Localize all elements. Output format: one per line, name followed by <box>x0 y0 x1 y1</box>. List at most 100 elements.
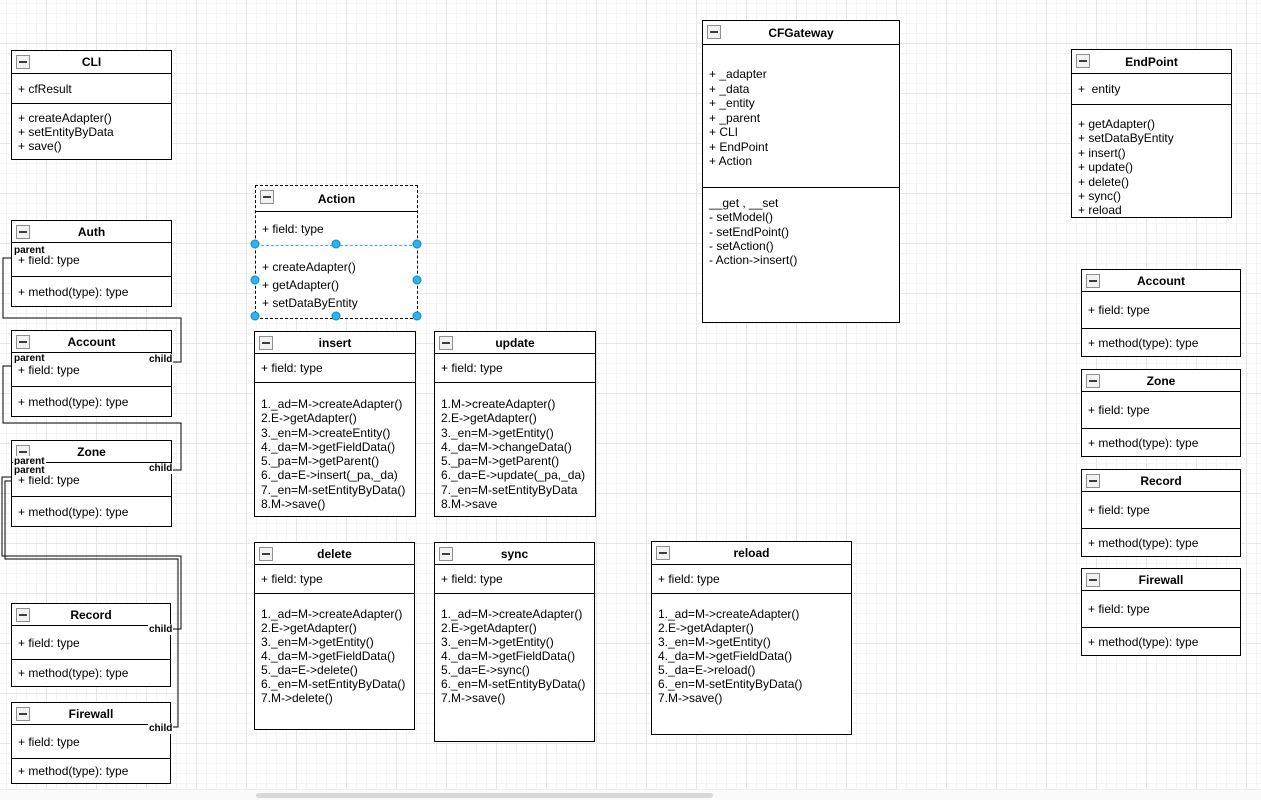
methods-section[interactable]: + createAdapter()+ setEntityByData+ save… <box>12 103 171 159</box>
methods-section[interactable]: + method(type): type <box>12 496 171 526</box>
class-box-cli[interactable]: CLI+ cfResult+ createAdapter()+ setEntit… <box>11 50 172 160</box>
fields-section[interactable]: + field: type <box>255 565 414 593</box>
fields-section[interactable]: + field: type <box>12 353 171 386</box>
class-box-record-left[interactable]: Record+ field: type+ method(type): type <box>11 603 171 687</box>
methods-section[interactable]: 1._ad=M->createAdapter()2.E->getAdapter(… <box>435 593 594 741</box>
class-box-firewall-left[interactable]: Firewall+ field: type+ method(type): typ… <box>11 702 171 784</box>
collapse-icon[interactable] <box>16 445 30 459</box>
methods-section[interactable]: + method(type): type <box>1082 328 1240 356</box>
methods-section[interactable]: + method(type): type <box>12 386 171 416</box>
methods-section[interactable]: + method(type): type <box>12 276 171 306</box>
collapse-icon[interactable] <box>16 608 30 622</box>
class-title-bar[interactable]: update <box>435 332 595 354</box>
fields-section[interactable]: + field: type <box>256 212 417 245</box>
collapse-icon[interactable] <box>439 547 453 561</box>
class-title-bar[interactable]: sync <box>435 543 594 565</box>
fields-section[interactable]: + _adapter+ _data+ _entity+ _parent+ CLI… <box>703 45 899 187</box>
class-title-bar[interactable]: insert <box>255 332 415 354</box>
class-title-bar[interactable]: Zone <box>12 441 171 463</box>
class-box-cfgateway[interactable]: CFGateway+ _adapter+ _data+ _entity+ _pa… <box>702 20 900 323</box>
edge-label-child[interactable]: child <box>148 354 174 365</box>
collapse-icon[interactable] <box>1076 54 1090 68</box>
collapse-icon[interactable] <box>16 55 30 69</box>
collapse-icon[interactable] <box>259 336 273 350</box>
selection-handle[interactable] <box>412 239 422 249</box>
methods-section[interactable]: __get , __set- setModel()- setEndPoint()… <box>703 187 899 322</box>
edge-label-child[interactable]: child <box>148 723 174 734</box>
class-box-zone-left[interactable]: Zone+ field: type+ method(type): type <box>11 440 172 527</box>
collapse-icon[interactable] <box>1086 474 1100 488</box>
methods-section[interactable]: 1.M->createAdapter()2.E->getAdapter()3._… <box>435 382 595 516</box>
collapse-icon[interactable] <box>707 25 721 39</box>
fields-section[interactable]: + field: type <box>12 626 170 659</box>
relationship-edge[interactable] <box>2 257 182 363</box>
horizontal-scrollbar-thumb[interactable] <box>256 793 713 798</box>
edge-label-child[interactable]: child <box>148 624 174 635</box>
collapse-icon[interactable] <box>1086 573 1100 587</box>
class-title-bar[interactable]: delete <box>255 543 414 565</box>
fields-section[interactable]: + field: type <box>255 354 415 382</box>
selection-handle[interactable] <box>412 311 422 321</box>
class-title-bar[interactable]: Account <box>1082 270 1240 292</box>
fields-section[interactable]: + field: type <box>12 463 171 496</box>
class-title-bar[interactable]: Firewall <box>12 703 170 725</box>
class-title-bar[interactable]: Record <box>12 604 170 626</box>
collapse-icon[interactable] <box>439 336 453 350</box>
fields-section[interactable]: + field: type <box>1082 392 1240 428</box>
methods-section[interactable]: + getAdapter()+ setDataByEntity+ insert(… <box>1072 104 1231 217</box>
collapse-icon[interactable] <box>16 225 30 239</box>
methods-section[interactable]: + method(type): type <box>1082 627 1240 655</box>
collapse-icon[interactable] <box>260 190 274 204</box>
fields-section[interactable]: + field: type <box>435 565 594 593</box>
selection-handle[interactable] <box>412 275 422 285</box>
fields-section[interactable]: + field: type <box>652 565 851 593</box>
selection-handle[interactable] <box>331 311 341 321</box>
edge-label-parent[interactable]: parent <box>13 456 46 467</box>
class-title-bar[interactable]: Record <box>1082 470 1240 492</box>
fields-section[interactable]: + field: type <box>1082 292 1240 328</box>
class-title-bar[interactable]: CFGateway <box>703 21 899 45</box>
fields-section[interactable]: + entity <box>1072 74 1231 104</box>
class-box-auth[interactable]: Auth+ field: type+ method(type): type <box>11 220 172 307</box>
collapse-icon[interactable] <box>259 547 273 561</box>
class-box-action[interactable]: Action+ field: type+ createAdapter()+ ge… <box>255 185 418 319</box>
fields-section[interactable]: + field: type <box>1082 492 1240 528</box>
collapse-icon[interactable] <box>1086 274 1100 288</box>
class-box-firewall-right[interactable]: Firewall+ field: type+ method(type): typ… <box>1081 568 1241 656</box>
methods-section[interactable]: 1._ad=M->createAdapter()2.E->getAdapter(… <box>255 382 415 516</box>
relationship-edge[interactable] <box>2 365 182 471</box>
methods-section[interactable]: + createAdapter()+ getAdapter()+ setData… <box>256 245 417 318</box>
fields-section[interactable]: + field: type <box>435 354 595 382</box>
fields-section[interactable]: + cfResult <box>12 74 171 103</box>
methods-section[interactable]: + method(type): type <box>1082 428 1240 456</box>
class-title-bar[interactable]: Firewall <box>1082 569 1240 591</box>
class-title-bar[interactable]: reload <box>652 542 851 565</box>
fields-section[interactable]: + field: type <box>1082 591 1240 627</box>
class-title-bar[interactable]: Zone <box>1082 370 1240 392</box>
class-title-bar[interactable]: Account <box>12 331 171 353</box>
selection-handle[interactable] <box>331 239 341 249</box>
class-box-record-right[interactable]: Record+ field: type+ method(type): type <box>1081 469 1241 557</box>
edge-label-parent[interactable]: parent <box>13 245 46 256</box>
relationship-edge[interactable] <box>1 476 182 630</box>
relationship-edge[interactable] <box>4 480 179 728</box>
selection-handle[interactable] <box>250 311 260 321</box>
class-title-bar[interactable]: CLI <box>12 51 171 74</box>
fields-section[interactable]: + field: type <box>12 243 171 276</box>
methods-section[interactable]: 1._ad=M->createAdapter()2.E->getAdapter(… <box>255 593 414 729</box>
methods-section[interactable]: + method(type): type <box>1082 528 1240 556</box>
class-box-endpoint[interactable]: EndPoint+ entity+ getAdapter()+ setDataB… <box>1071 49 1232 218</box>
class-box-account-left[interactable]: Account+ field: type+ method(type): type <box>11 330 172 417</box>
class-box-account-right[interactable]: Account+ field: type+ method(type): type <box>1081 269 1241 357</box>
methods-section[interactable]: + method(type): type <box>12 659 170 686</box>
class-title-bar[interactable]: EndPoint <box>1072 50 1231 74</box>
collapse-icon[interactable] <box>16 707 30 721</box>
fields-section[interactable]: + field: type <box>12 725 170 758</box>
methods-section[interactable]: 1._ad=M->createAdapter()2.E->getAdapter(… <box>652 593 851 734</box>
selection-handle[interactable] <box>250 239 260 249</box>
